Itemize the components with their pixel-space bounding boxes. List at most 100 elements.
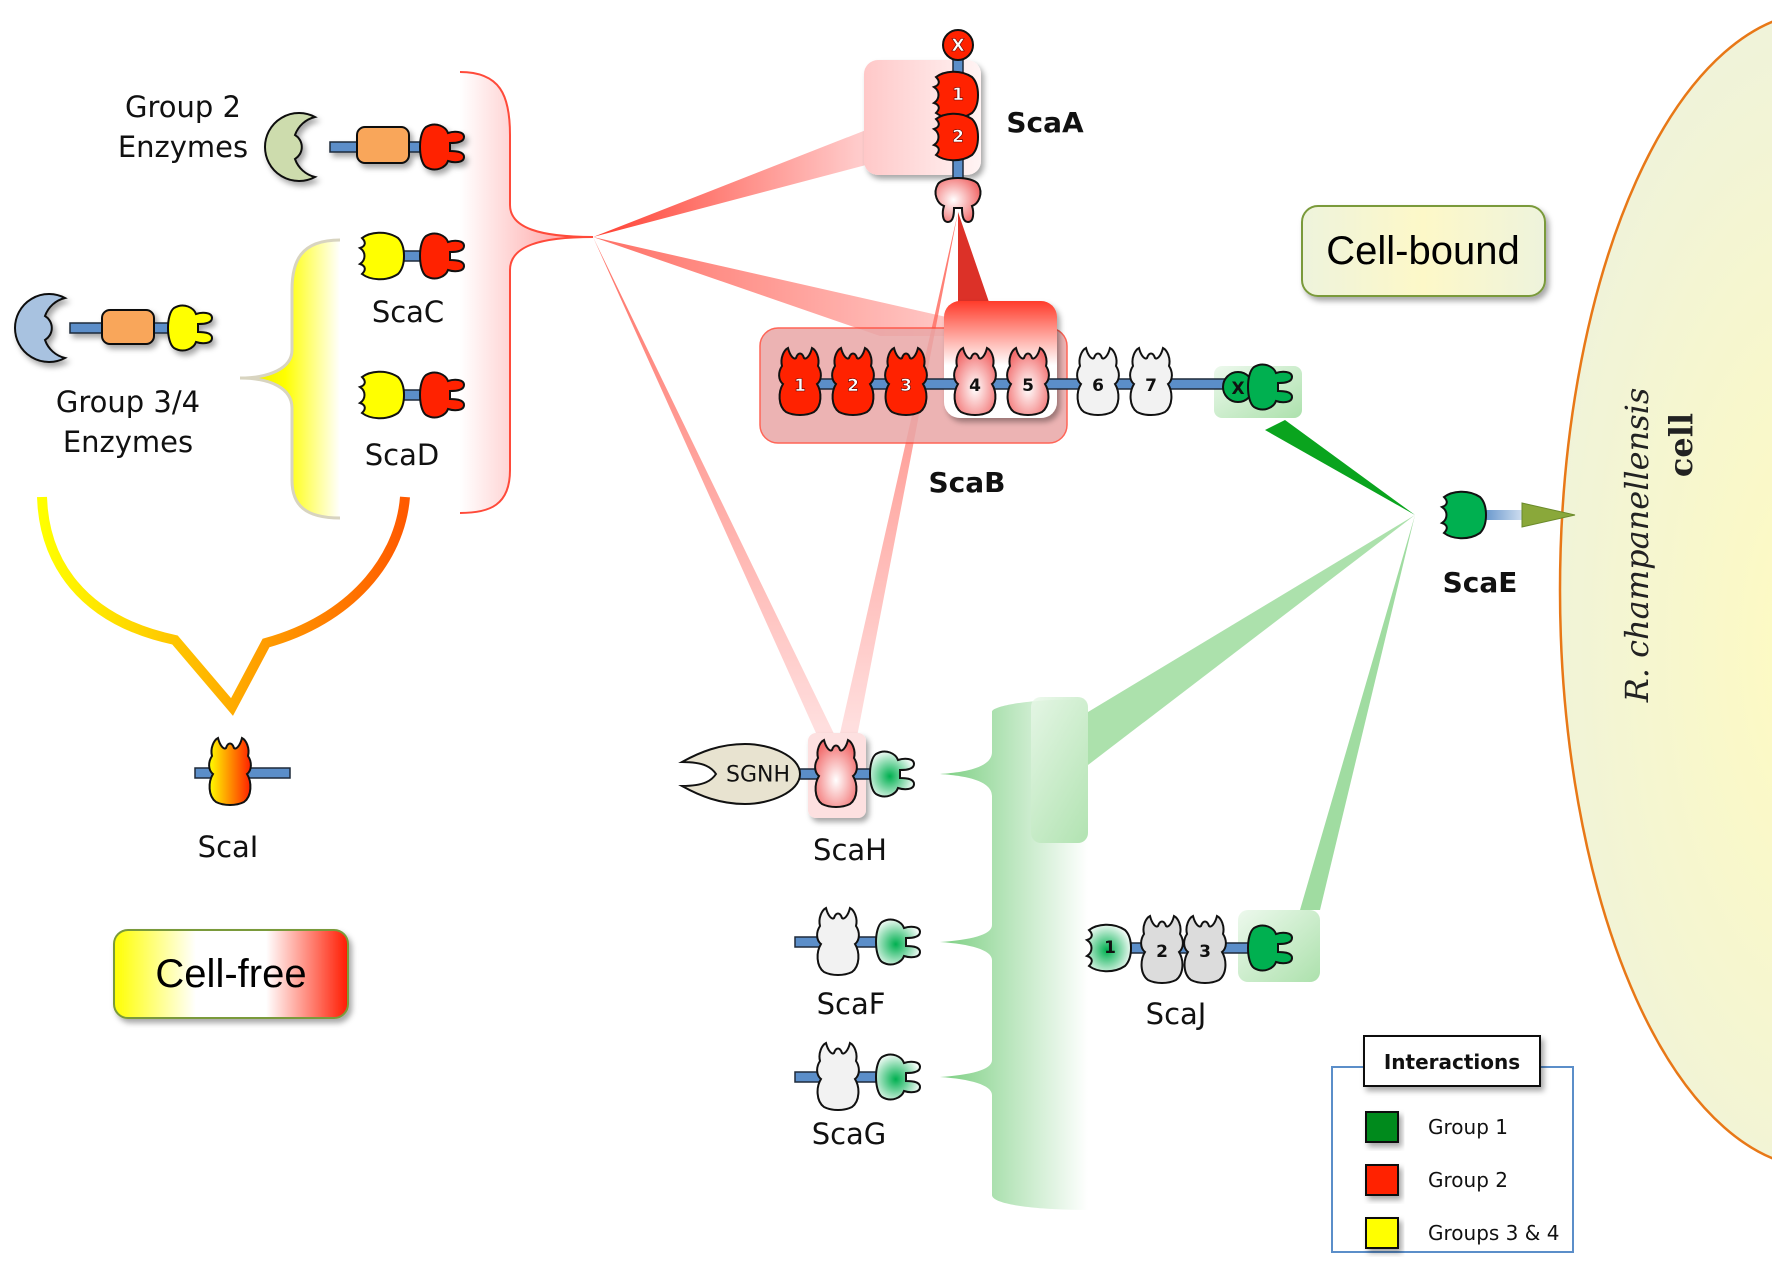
- x-module-label: X: [951, 36, 964, 56]
- scaG-label: ScaG: [812, 1117, 887, 1151]
- scaJ-label: ScaJ: [1146, 997, 1207, 1031]
- dockerin-icon: [419, 123, 465, 171]
- scaB[interactable]: 1 2 3 4 5 6 7 X ScaB: [759, 301, 1302, 499]
- fan-brace-to-scaE: [1088, 515, 1415, 765]
- dockerin-icon: [419, 232, 465, 280]
- legend-title: Interactions: [1384, 1050, 1520, 1074]
- scaA-label: ScaA: [1006, 106, 1084, 139]
- scaB-cohesin-label: 2: [847, 376, 859, 396]
- legend-label: Groups 3 & 4: [1428, 1221, 1559, 1245]
- cohesin-icon: [359, 370, 405, 420]
- group2-enzymes-label-line1: Group 2: [125, 90, 241, 124]
- scaB-cohesin-5: 5: [1006, 347, 1050, 416]
- scaI[interactable]: ScaI: [194, 737, 291, 864]
- scaF[interactable]: ScaF: [794, 907, 921, 1021]
- cohesin-icon: [1441, 490, 1487, 540]
- scaE[interactable]: ScaE: [1441, 490, 1576, 599]
- legend-item: Groups 3 & 4: [1365, 1217, 1559, 1249]
- cell-species-label: R. champanellensis: [1618, 388, 1656, 704]
- dockerin-icon: [869, 750, 915, 798]
- cell-bound-label: Cell-bound: [1326, 229, 1519, 273]
- fan-to-scaB: [593, 237, 1030, 336]
- scaD-label: ScaD: [365, 438, 439, 472]
- legend-title-box: [1363, 1035, 1541, 1087]
- group34-enzymes-label-line1: Group 3/4: [56, 385, 200, 419]
- fan-scaA-to-scaB45: [958, 212, 990, 305]
- legend-swatch: [1365, 1164, 1399, 1196]
- scaJ[interactable]: 1 2 3 ScaJ: [1086, 910, 1320, 1031]
- dockerin-icon: [875, 1053, 921, 1101]
- dockerin-icon: [167, 304, 213, 352]
- scaA-cohesin-2-label: 2: [952, 127, 964, 147]
- scaB-cohesin-label: 5: [1022, 376, 1034, 396]
- cohesin-icon: [814, 739, 858, 808]
- scaB-cohesin-1: 1: [778, 347, 822, 416]
- scaB-cohesin-label: 6: [1092, 376, 1104, 396]
- group34-brace: [239, 238, 341, 520]
- cell-word-label: cell: [1662, 413, 1700, 477]
- group34-enzyme: Group 3/4 Enzymes: [14, 293, 213, 459]
- scaC[interactable]: ScaC: [359, 231, 465, 329]
- scaB-cohesin-2: 2: [831, 347, 875, 416]
- legend-label: Group 1: [1428, 1115, 1508, 1139]
- group2-brace: [459, 71, 594, 514]
- scaJ-cohesin-1-label: 1: [1104, 938, 1116, 958]
- scaJ-cohesin-3-label: 3: [1199, 942, 1211, 962]
- catalytic-domain-icon: [14, 293, 68, 363]
- scaJ-cohesin-2-label: 2: [1156, 942, 1168, 962]
- scaF-label: ScaF: [817, 987, 886, 1021]
- scaB-cohesin-6: 6: [1076, 347, 1120, 416]
- legend-items: Group 1 Group 2 Groups 3 & 4: [1365, 1111, 1559, 1249]
- fan-to-scaH-from-brace: [593, 237, 838, 742]
- cohesin-icon: [816, 1042, 860, 1111]
- group34-enzymes-label-line2: Enzymes: [63, 425, 193, 459]
- dockerin-icon: [875, 918, 921, 966]
- cell-anchor-arrow-icon: [1521, 502, 1576, 528]
- catalytic-domain-icon: [264, 112, 318, 182]
- scaE-label: ScaE: [1443, 566, 1518, 599]
- scaB-cohesins: 1 2 3 4 5 6 7: [778, 347, 1173, 416]
- scaI-callout: [37, 496, 410, 716]
- scaG[interactable]: ScaG: [794, 1042, 921, 1151]
- cell-bound-box: Cell-bound: [1301, 205, 1546, 297]
- group2-enzyme: Group 2 Enzymes: [118, 90, 465, 182]
- dockerin-icon: [419, 371, 465, 419]
- linker-domain-icon: [101, 309, 155, 345]
- cell-body: R. champanellensis cell: [1558, 20, 1772, 1160]
- cell-free-label: Cell-free: [155, 952, 306, 996]
- scaA-cohesin-1-label: 1: [952, 85, 964, 105]
- scaA[interactable]: X 1 2 ScaA: [864, 29, 1084, 223]
- scaB-cohesin-label: 1: [794, 376, 806, 396]
- scaH[interactable]: SGNH ScaH: [678, 733, 915, 867]
- legend: Interactions Group 1 Group 2 Groups 3 & 4: [1331, 1035, 1574, 1253]
- legend-swatch: [1365, 1217, 1399, 1249]
- scaB-cohesin-7: 7: [1129, 347, 1173, 416]
- x-module-icon: [942, 29, 974, 61]
- cohesin-icon: [208, 737, 252, 806]
- scaB-cohesin-4: 4: [953, 347, 997, 416]
- legend-label: Group 2: [1428, 1168, 1508, 1192]
- legend-item: Group 1: [1365, 1111, 1508, 1143]
- group2-enzymes-label-line2: Enzymes: [118, 130, 248, 164]
- scaD[interactable]: ScaD: [359, 370, 465, 472]
- cell-free-box: Cell-free: [113, 929, 349, 1019]
- fan-to-scaA: [593, 130, 866, 237]
- fan-scaB-to-scaE: [1265, 420, 1415, 515]
- linker-domain-icon: [356, 126, 410, 164]
- cohesin-icon: [359, 231, 405, 281]
- scaB-cohesin-label: 3: [900, 376, 912, 396]
- scaB-cohesin-label: 7: [1145, 376, 1157, 396]
- scaC-label: ScaC: [372, 295, 444, 329]
- scaB-x-label: X: [1231, 379, 1244, 399]
- group1-interaction-fans: [1088, 420, 1415, 910]
- fan-scaJ-to-scaE: [1300, 515, 1415, 910]
- legend-item: Group 2: [1365, 1164, 1508, 1196]
- sgnh-label: SGNH: [726, 763, 790, 788]
- scaB-label: ScaB: [929, 466, 1006, 499]
- scaH-label: ScaH: [813, 833, 887, 867]
- scaB-cohesin-3: 3: [884, 347, 928, 416]
- scaB-cohesin-label: 4: [969, 376, 981, 396]
- group1-brace: [940, 697, 1088, 1210]
- legend-swatch: [1365, 1111, 1399, 1143]
